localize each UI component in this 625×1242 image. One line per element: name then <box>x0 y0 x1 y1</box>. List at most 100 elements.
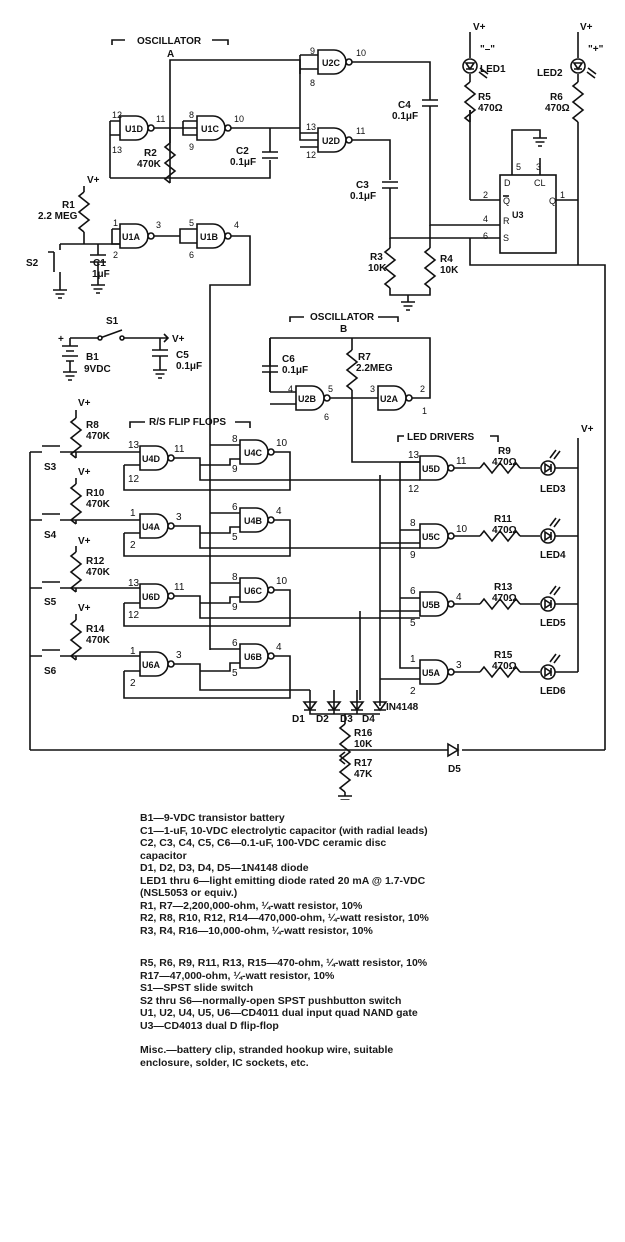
svg-text:1: 1 <box>130 646 136 657</box>
svg-text:13: 13 <box>408 450 420 461</box>
svg-text:U5B: U5B <box>422 600 441 610</box>
svg-text:11: 11 <box>174 444 185 455</box>
svg-text:11: 11 <box>356 126 365 136</box>
svg-text:R8: R8 <box>86 420 99 431</box>
svg-text:S6: S6 <box>44 666 57 677</box>
svg-text:3: 3 <box>536 162 541 172</box>
svg-text:13: 13 <box>128 578 140 589</box>
svg-text:R14: R14 <box>86 624 105 635</box>
svg-text:LED DRIVERS: LED DRIVERS <box>407 432 475 443</box>
svg-text:C5: C5 <box>176 350 189 361</box>
svg-text:U4A: U4A <box>142 522 161 532</box>
svg-text:A: A <box>167 49 174 60</box>
svg-text:5: 5 <box>232 668 238 679</box>
svg-text:V+: V+ <box>78 536 91 547</box>
svg-text:12: 12 <box>128 474 140 485</box>
parts-list-item: C2, C3, C4, C5, C6—0.1-uF, 100-VDC ceram… <box>140 837 387 862</box>
svg-text:4: 4 <box>483 214 488 224</box>
svg-text:0.1μF: 0.1μF <box>176 361 202 372</box>
svg-text:5: 5 <box>516 162 521 172</box>
svg-text:10: 10 <box>276 438 288 449</box>
svg-text:2: 2 <box>130 678 136 689</box>
svg-text:3: 3 <box>456 660 462 671</box>
svg-text:D: D <box>504 178 511 188</box>
svg-text:R7: R7 <box>358 352 371 363</box>
svg-text:V+: V+ <box>78 603 91 614</box>
svg-text:S4: S4 <box>44 530 57 541</box>
svg-text:LED2: LED2 <box>537 68 563 79</box>
svg-text:U6D: U6D <box>142 592 161 602</box>
svg-text:5: 5 <box>189 218 194 228</box>
svg-text:11: 11 <box>174 582 185 593</box>
svg-text:R15: R15 <box>494 650 513 661</box>
resistors-r3-r4: R3 10K R4 10K <box>368 225 459 311</box>
svg-text:LED3: LED3 <box>540 484 566 495</box>
svg-text:2: 2 <box>113 250 118 260</box>
svg-text:13: 13 <box>306 122 316 132</box>
svg-text:U2A: U2A <box>380 394 399 404</box>
svg-text:47K: 47K <box>354 769 373 780</box>
svg-text:0.1μF: 0.1μF <box>392 111 418 122</box>
svg-text:470K: 470K <box>86 567 111 578</box>
svg-text:R6: R6 <box>550 92 563 103</box>
parts-list-item: R17—47,000-ohm, ¼-watt resistor, 10% <box>140 969 335 982</box>
svg-text:R/S FLIP FLOPS: R/S FLIP FLOPS <box>149 417 226 428</box>
svg-text:9: 9 <box>189 142 194 152</box>
svg-text:5: 5 <box>328 384 333 394</box>
svg-text:13: 13 <box>112 145 122 155</box>
svg-text:C6: C6 <box>282 354 295 365</box>
led-drivers-label: LED DRIVERS <box>397 432 499 443</box>
svg-text:470Ω: 470Ω <box>492 525 517 536</box>
svg-text:D4: D4 <box>362 714 375 725</box>
svg-text:2: 2 <box>130 540 136 551</box>
svg-text:3: 3 <box>176 512 182 523</box>
svg-text:"+": "+" <box>588 44 604 55</box>
svg-text:2: 2 <box>483 190 488 200</box>
parts-list-item: S2 thru S6—normally-open SPST pushbutton… <box>140 994 402 1007</box>
switch-s3: V+ R8 470K S3 <box>30 398 120 473</box>
svg-text:LED5: LED5 <box>540 618 566 629</box>
svg-text:B1: B1 <box>86 352 99 363</box>
svg-text:470K: 470K <box>86 431 111 442</box>
svg-text:C3: C3 <box>356 180 369 191</box>
svg-text:R2: R2 <box>144 148 157 159</box>
svg-text:U3: U3 <box>512 210 524 220</box>
oscillator-a-label: OSCILLATOR A <box>111 36 229 60</box>
svg-text:V+: V+ <box>473 22 486 33</box>
svg-text:IN4148: IN4148 <box>386 702 419 713</box>
rs-flip-flops: V+ R8 470K S3 V+ R10 470K S4 V+ R12 470K… <box>29 398 420 750</box>
svg-text:V+: V+ <box>78 398 91 409</box>
parts-list-item: R2, R8, R10, R12, R14—470,000-ohm, ¼-wat… <box>140 912 429 924</box>
svg-text:4: 4 <box>234 220 239 230</box>
svg-text:D1: D1 <box>292 714 305 725</box>
svg-text:2.2MEG: 2.2MEG <box>356 363 393 374</box>
svg-text:V+: V+ <box>87 175 100 186</box>
svg-text:9: 9 <box>232 602 238 613</box>
svg-text:D5: D5 <box>448 764 461 775</box>
parts-list-item: U3—CD4013 dual D flip-flop <box>140 1019 279 1032</box>
svg-text:0.1μF: 0.1μF <box>230 157 256 168</box>
svg-text:4: 4 <box>288 384 293 394</box>
svg-text:470Ω: 470Ω <box>492 457 517 468</box>
svg-text:470Ω: 470Ω <box>492 593 517 604</box>
svg-text:D3: D3 <box>340 714 353 725</box>
svg-text:10: 10 <box>276 576 288 587</box>
svg-text:U2D: U2D <box>322 136 341 146</box>
parts-list-item: C1—1-uF, 10-VDC electrolytic capacitor (… <box>140 824 428 837</box>
svg-text:2: 2 <box>420 384 425 394</box>
circuit-schematic: OSCILLATOR A OSCILLATOR B R/S FLIP FLOPS… <box>26 22 606 800</box>
svg-text:9VDC: 9VDC <box>84 364 111 375</box>
svg-text:S: S <box>503 233 509 243</box>
svg-text:10K: 10K <box>354 739 373 750</box>
svg-text:4: 4 <box>276 642 282 653</box>
svg-text:5: 5 <box>410 618 416 629</box>
svg-text:13: 13 <box>128 440 140 451</box>
status-leds: V+ LED1 "–" R5 470Ω V+ LED2 "+" R6 470Ω <box>462 22 604 265</box>
svg-text:R13: R13 <box>494 582 513 593</box>
svg-text:1: 1 <box>130 508 136 519</box>
svg-text:R: R <box>503 216 510 226</box>
svg-text:470K: 470K <box>86 499 111 510</box>
